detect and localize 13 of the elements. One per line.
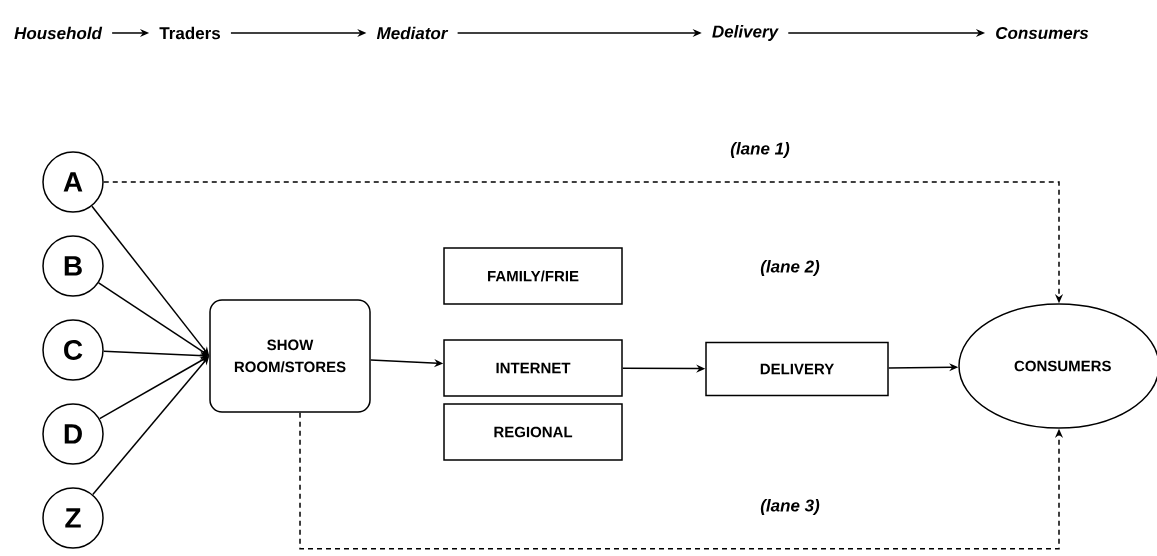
process-box: INTERNET [443,339,623,397]
stage-label: Mediator [376,26,449,40]
process-box: DELIVERY [705,341,889,397]
lane-label: (lane 2) [760,260,820,276]
process-box: FAMILY/FRIE [443,247,623,305]
stage-label: Household [14,26,103,40]
lane-label: (lane 1) [730,142,790,158]
store-box: SHOW ROOM/STORES [209,299,371,413]
lane-label: (lane 3) [760,499,820,515]
stage-label: Delivery [712,25,779,41]
process-box: REGIONAL [443,403,623,461]
stage-label: Consumers [996,26,1089,39]
stage-label: Traders [159,26,220,40]
